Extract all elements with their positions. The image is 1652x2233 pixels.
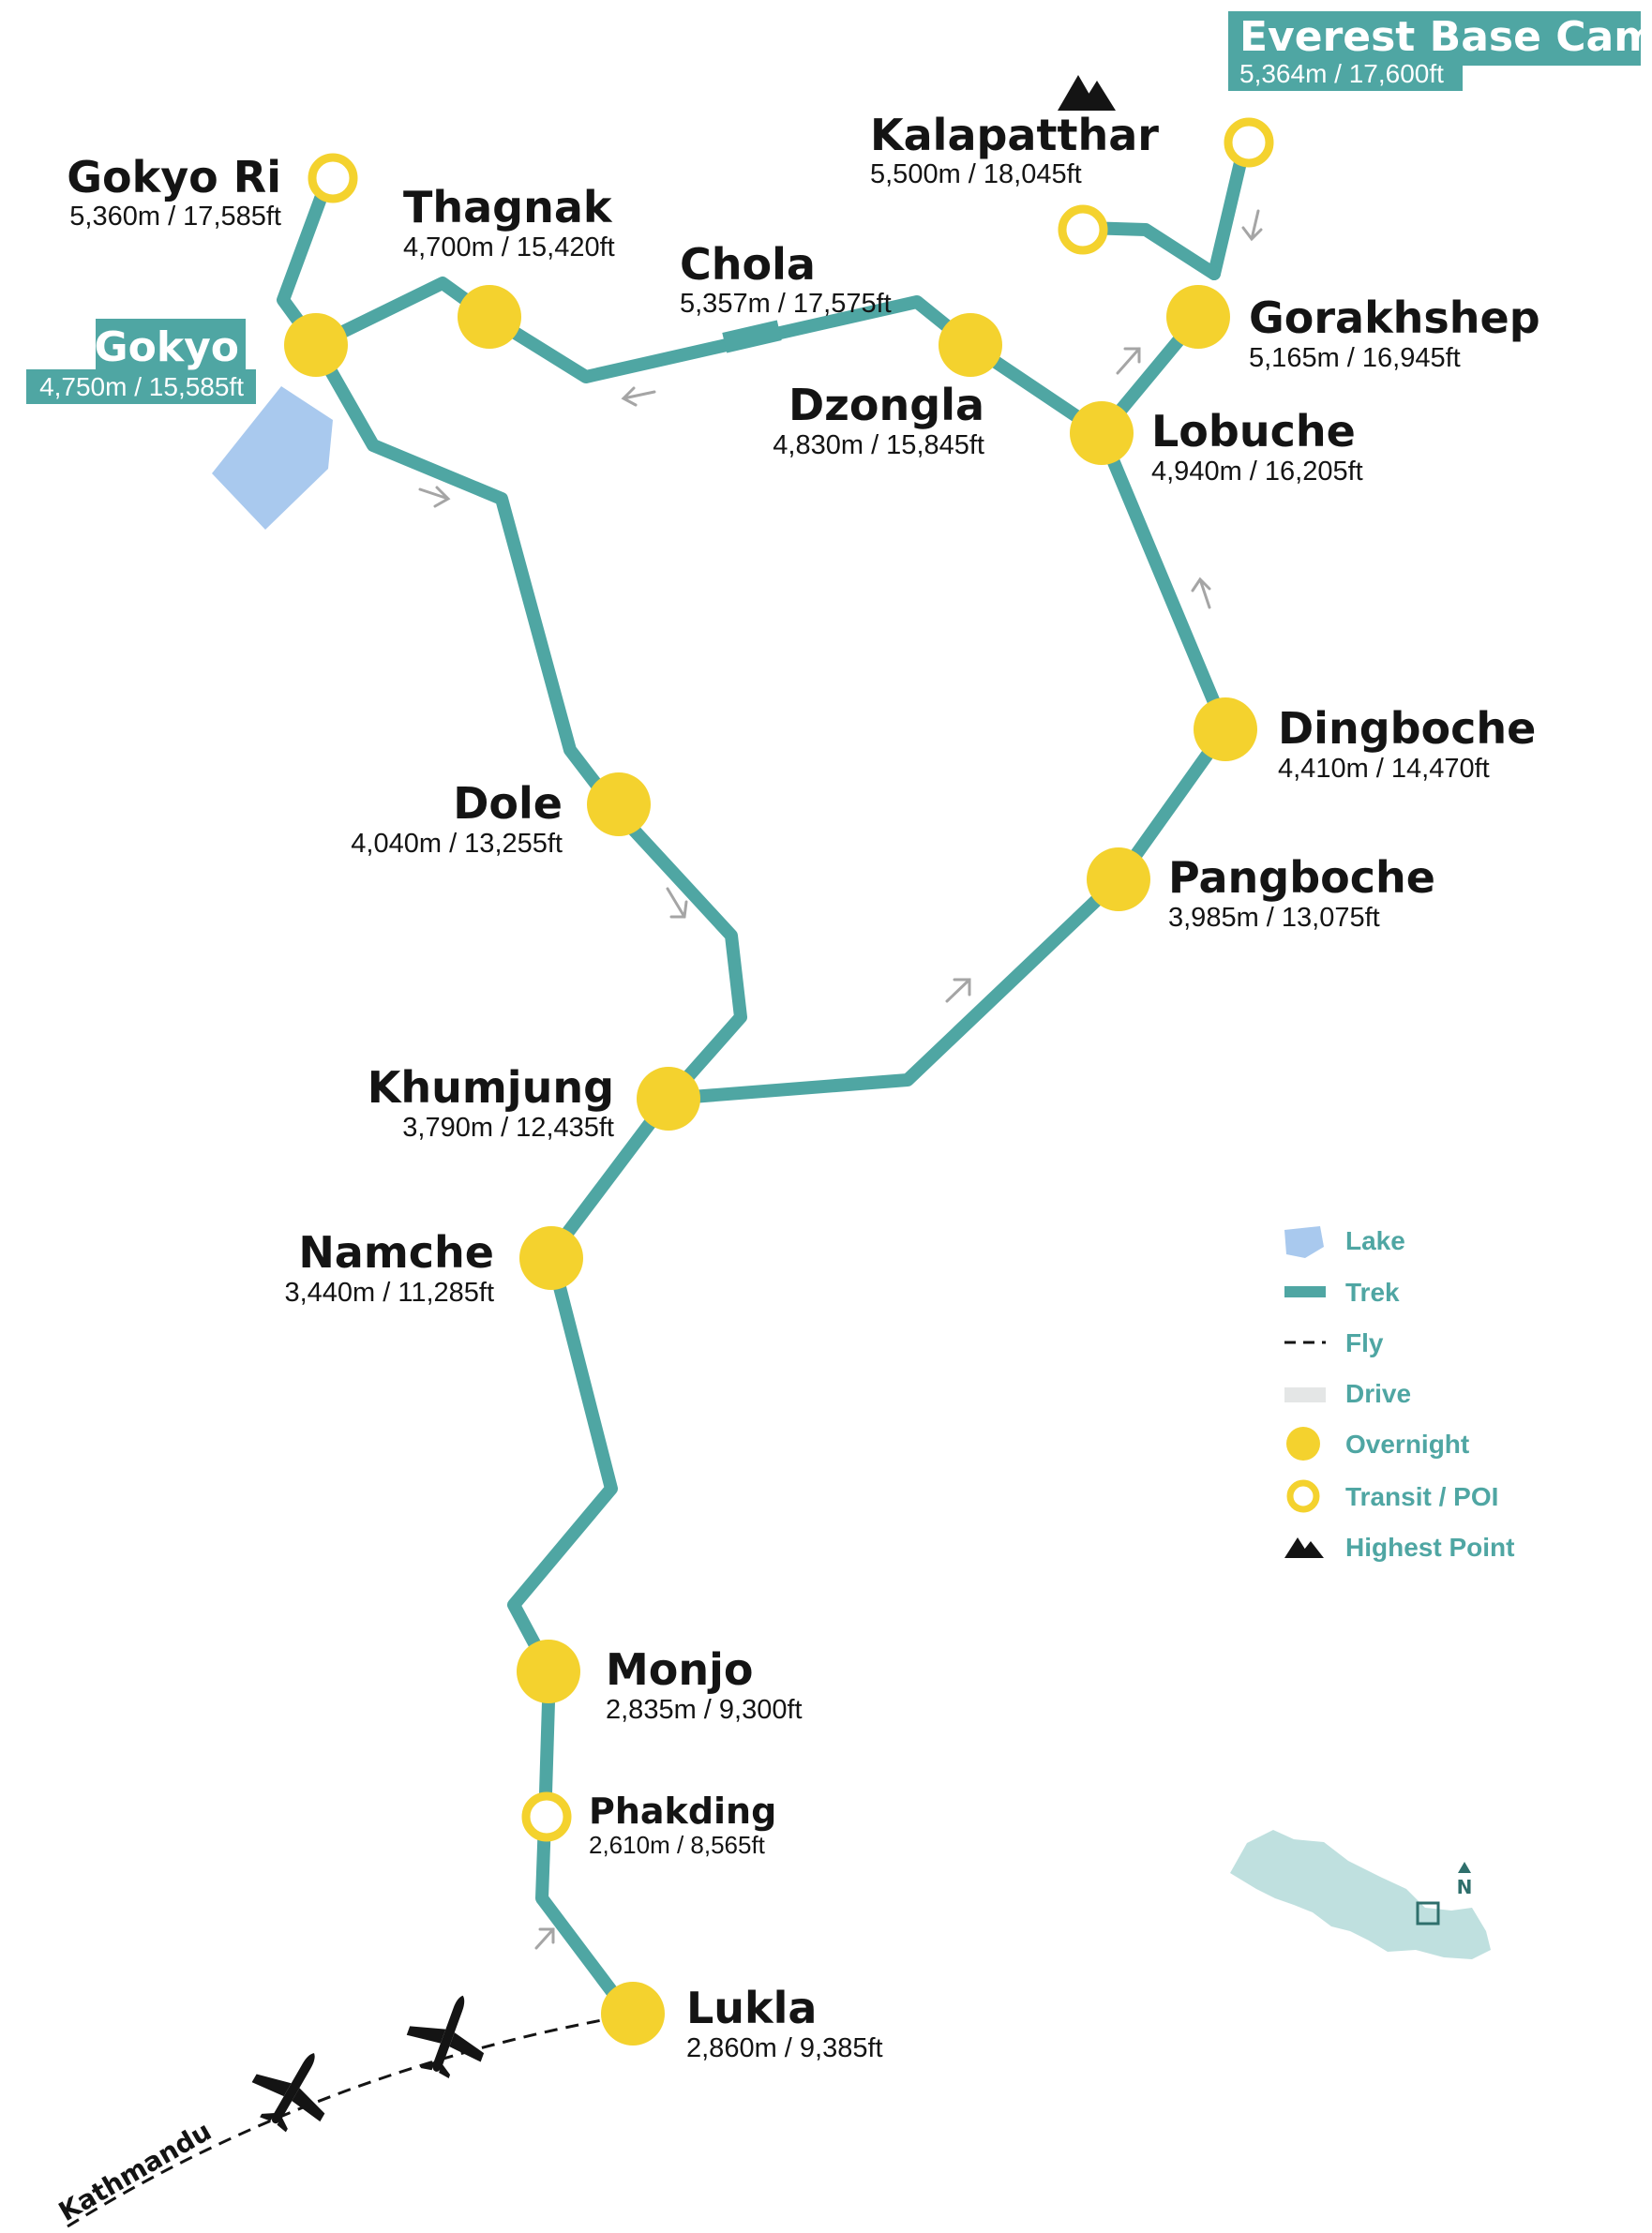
label-dingboche: Dingboche <box>1278 703 1536 754</box>
arrow-icon <box>534 1927 555 1950</box>
alt-monjo: 2,835m / 9,300ft <box>606 1695 803 1725</box>
arrow-icon <box>945 978 971 1003</box>
alt-dingboche: 4,410m / 14,470ft <box>1278 754 1490 784</box>
label-gokyo: Gokyo <box>94 323 239 371</box>
legend: Lake Trek Fly Drive Overnight Transit / … <box>1284 1226 1514 1562</box>
overnight-marker-dzongla <box>939 313 1002 377</box>
highlight-gokyo: Gokyo 4,750m / 15,585ft <box>26 319 256 404</box>
label-thagnak: Thagnak <box>403 182 613 232</box>
transit-stops <box>308 117 1274 1842</box>
route-gokyo-dzongla <box>309 277 977 383</box>
overnight-marker-monjo <box>517 1640 580 1703</box>
legend-transit-swatch <box>1286 1479 1320 1513</box>
route-dingboche-lobuche <box>1095 427 1232 736</box>
route-khumjung-dingboche <box>662 723 1232 1105</box>
alt-lobuche: 4,940m / 16,205ft <box>1151 457 1363 487</box>
legend-trek-label: Trek <box>1345 1278 1400 1307</box>
label-phakding: Phakding <box>589 1791 776 1832</box>
arrow-icon <box>621 386 656 407</box>
transit-marker-kalapatthar <box>1058 204 1108 255</box>
gokyo-lake <box>212 386 333 530</box>
overnight-marker-lobuche <box>1070 401 1134 465</box>
plane-icon <box>251 2053 325 2133</box>
overnight-marker-thagnak <box>458 285 521 349</box>
plane-icon <box>406 1995 485 2078</box>
inset-region-marker <box>1416 1901 1440 1926</box>
label-pangboche: Pangboche <box>1168 852 1435 903</box>
label-khumjung: Khumjung <box>368 1062 614 1113</box>
alt-gorakhshep: 5,165m / 16,945ft <box>1249 343 1461 373</box>
transit-marker-gokyo-ri <box>308 153 358 203</box>
alt-thagnak: 4,700m / 15,420ft <box>403 232 615 262</box>
overnight-marker-dole <box>587 772 651 836</box>
alt-phakding: 2,610m / 8,565ft <box>589 1831 766 1859</box>
highest-point-icon <box>1058 75 1116 111</box>
alt-dzongla: 4,830m / 15,845ft <box>773 430 984 460</box>
alt-dole: 4,040m / 13,255ft <box>351 829 563 859</box>
overnight-marker-khumjung <box>637 1067 700 1131</box>
overnight-marker-pangboche <box>1087 847 1150 911</box>
alt-namche: 3,440m / 11,285ft <box>284 1278 494 1308</box>
legend-fly-label: Fly <box>1345 1328 1384 1357</box>
legend-transit-label: Transit / POI <box>1345 1482 1498 1511</box>
overnight-marker-dingboche <box>1194 697 1257 761</box>
legend-lake-swatch <box>1284 1226 1324 1258</box>
arrow-icon <box>418 486 451 508</box>
label-lobuche: Lobuche <box>1151 406 1356 457</box>
alt-pangboche: 3,985m / 13,075ft <box>1168 903 1380 933</box>
label-gorakhshep: Gorakhshep <box>1249 292 1540 343</box>
legend-drive-label: Drive <box>1345 1379 1411 1408</box>
route-lukla-namche <box>507 1248 642 2030</box>
legend-highest-label: Highest Point <box>1345 1533 1514 1562</box>
alt-lukla: 2,860m / 9,385ft <box>686 2033 883 2063</box>
overnight-marker-gorakhshep <box>1166 285 1230 349</box>
label-chola: Chola <box>680 239 816 290</box>
alt-chola: 5,357m / 17,575ft <box>680 289 892 319</box>
north-arrow-icon <box>1458 1862 1471 1873</box>
direction-arrows <box>418 209 1263 1950</box>
label-gokyo-ri: Gokyo Ri <box>67 152 281 202</box>
legend-overnight-swatch <box>1286 1427 1320 1461</box>
legend-drive-swatch <box>1284 1387 1326 1402</box>
alt-kalapatthar: 5,500m / 18,045ft <box>870 159 1082 189</box>
label-lukla: Lukla <box>686 1983 817 2033</box>
nepal-shape <box>1230 1830 1491 1959</box>
trek-route <box>277 136 1252 2030</box>
route-namche-khumjung <box>545 1092 675 1261</box>
legend-overnight-label: Overnight <box>1345 1430 1469 1459</box>
arrow-icon <box>1191 577 1211 609</box>
label-ebc: Everest Base Camp <box>1239 13 1652 61</box>
label-dzongla: Dzongla <box>788 380 984 430</box>
legend-lake-label: Lake <box>1345 1226 1405 1255</box>
label-monjo: Monjo <box>606 1644 754 1695</box>
arrow-icon <box>1241 209 1263 242</box>
overnight-marker-namche <box>519 1226 583 1290</box>
overnight-marker-lukla <box>601 1982 665 2046</box>
label-namche: Namche <box>298 1227 494 1278</box>
alt-khumjung: 3,790m / 12,435ft <box>402 1113 614 1143</box>
chola-pass-marker <box>722 320 782 353</box>
transit-marker-phakding <box>521 1791 572 1842</box>
alt-gokyo: 4,750m / 15,585ft <box>39 372 244 401</box>
nepal-inset: N <box>1230 1830 1491 1959</box>
arrow-icon <box>1116 347 1141 375</box>
arrow-icon <box>666 887 688 919</box>
place-labels: Gokyo Ri 5,360m / 17,585ft Thagnak 4,700… <box>67 110 1539 2063</box>
transit-marker-ebc <box>1224 117 1274 168</box>
fly-route: Kathmandu <box>53 1995 603 2228</box>
label-kalapatthar: Kalapatthar <box>870 110 1159 160</box>
overnight-stops <box>284 285 1257 2046</box>
route-dole-gokyo <box>309 338 625 820</box>
highlight-ebc: Everest Base Camp 5,364m / 17,600ft <box>1228 11 1652 91</box>
compass-label: N <box>1457 1876 1473 1898</box>
alt-ebc: 5,364m / 17,600ft <box>1239 59 1444 88</box>
fly-line <box>67 2018 603 2228</box>
route-khumjung-dole <box>612 807 747 1105</box>
legend-highest-icon <box>1284 1537 1324 1558</box>
label-dole: Dole <box>453 778 563 829</box>
kathmandu-label: Kathmandu <box>53 2116 217 2228</box>
alt-gokyo-ri: 5,360m / 17,585ft <box>69 202 281 232</box>
overnight-marker-gokyo <box>284 313 348 377</box>
